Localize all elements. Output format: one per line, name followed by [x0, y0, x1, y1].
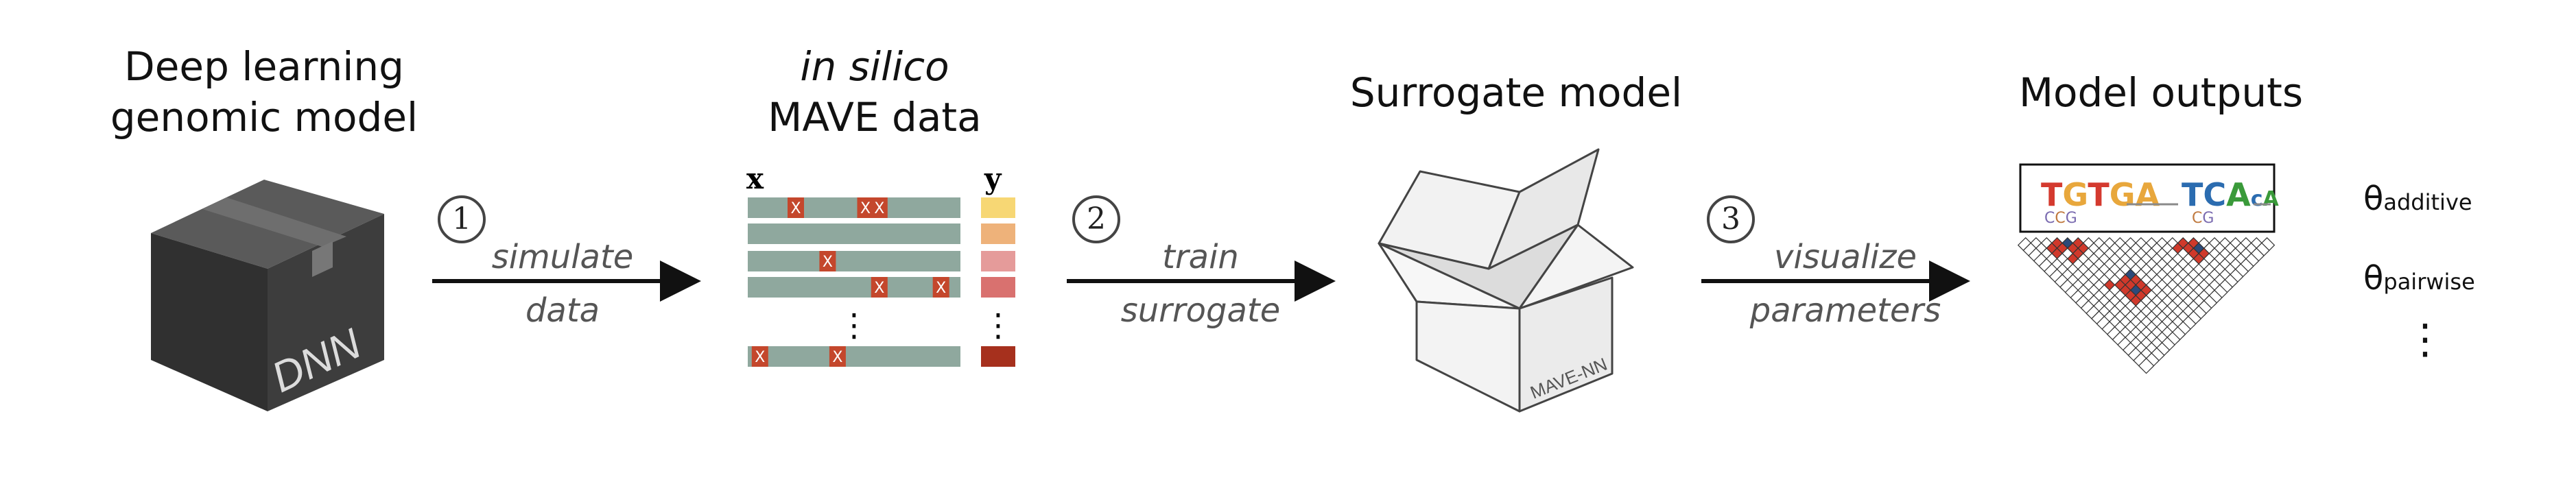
logo-left-glyphs: TGTGA — [2041, 176, 2160, 213]
mave-sequence-bar — [748, 346, 960, 367]
mave-title-line2: MAVE data — [768, 94, 982, 141]
mave-mutation-mark — [819, 251, 836, 271]
mave-sequence-bar — [748, 197, 960, 218]
dnn-title: Deep learning genomic model — [103, 41, 425, 143]
mave-y-value-swatch — [981, 251, 1015, 271]
mave-mutation-mark — [871, 197, 888, 218]
theta-pairwise-label: θpairwise — [2363, 259, 2475, 298]
mave-sequence-bar — [748, 223, 960, 244]
surrogate-title: Surrogate model — [1349, 69, 1683, 116]
mave-y-axis-label: y — [984, 162, 1002, 195]
mave-title: in silico MAVE data — [720, 41, 1029, 143]
mave-mutation-x: X — [874, 200, 884, 217]
step-2-number: 2 — [1072, 195, 1120, 243]
pairwise-triangle — [2017, 237, 2276, 374]
dnn-title-line1: Deep learning — [124, 43, 404, 90]
mave-mutation-x: X — [936, 280, 946, 297]
outputs-title: Model outputs — [2018, 69, 2304, 116]
mave-mutation-x: X — [790, 200, 801, 217]
mave-mutation-x: X — [823, 254, 833, 271]
mave-y-ellipsis: ⋮ — [982, 306, 1014, 343]
mave-mutation-x: X — [860, 200, 871, 217]
mave-mutation-mark — [932, 277, 949, 298]
mave-y-value-swatch — [981, 346, 1015, 367]
theta-additive-label: θadditive — [2363, 180, 2472, 218]
dnn-title-line2: genomic model — [110, 94, 418, 141]
step-3-label: visualize parameters — [1749, 238, 1941, 330]
mave-mutation-mark — [751, 346, 768, 367]
theta-ellipsis: ⋮ — [2404, 315, 2446, 363]
mave-y-value-swatch — [981, 223, 1015, 244]
mave-mutation-mark — [857, 197, 874, 218]
mave-y-value-swatch — [981, 197, 1015, 218]
mave-y-value-swatch — [981, 277, 1015, 298]
mave-mutation-mark — [871, 277, 888, 298]
mave-sequence-bar — [748, 251, 960, 271]
dnn-box-icon: DNN — [151, 180, 384, 411]
mave-mutation-x: X — [832, 349, 842, 366]
step-1-number: 1 — [438, 195, 486, 243]
mave-mutation-x: X — [755, 349, 765, 366]
pairwise-cell — [2138, 357, 2155, 374]
additive-logo: TGTGA TCAcA CCG CG — [2019, 163, 2280, 233]
step-1-label: simulate data — [491, 238, 634, 330]
svg-text:CG: CG — [2192, 210, 2214, 227]
step-3-number: 3 — [1707, 195, 1755, 243]
mave-mutation-x: X — [874, 280, 884, 297]
mave-title-line1: in silico — [800, 43, 949, 90]
step-2-label: train surrogate — [1120, 238, 1281, 330]
surrogate-box-icon: MAVE-NN — [1378, 148, 1634, 413]
mave-x-ellipsis: ⋮ — [838, 306, 870, 343]
mave-mutation-mark — [788, 197, 804, 218]
mave-mutation-mark — [829, 346, 846, 367]
mave-x-axis-label: x — [746, 162, 764, 195]
mave-sequence-bar — [748, 277, 960, 298]
svg-text:CCG: CCG — [2044, 210, 2077, 227]
